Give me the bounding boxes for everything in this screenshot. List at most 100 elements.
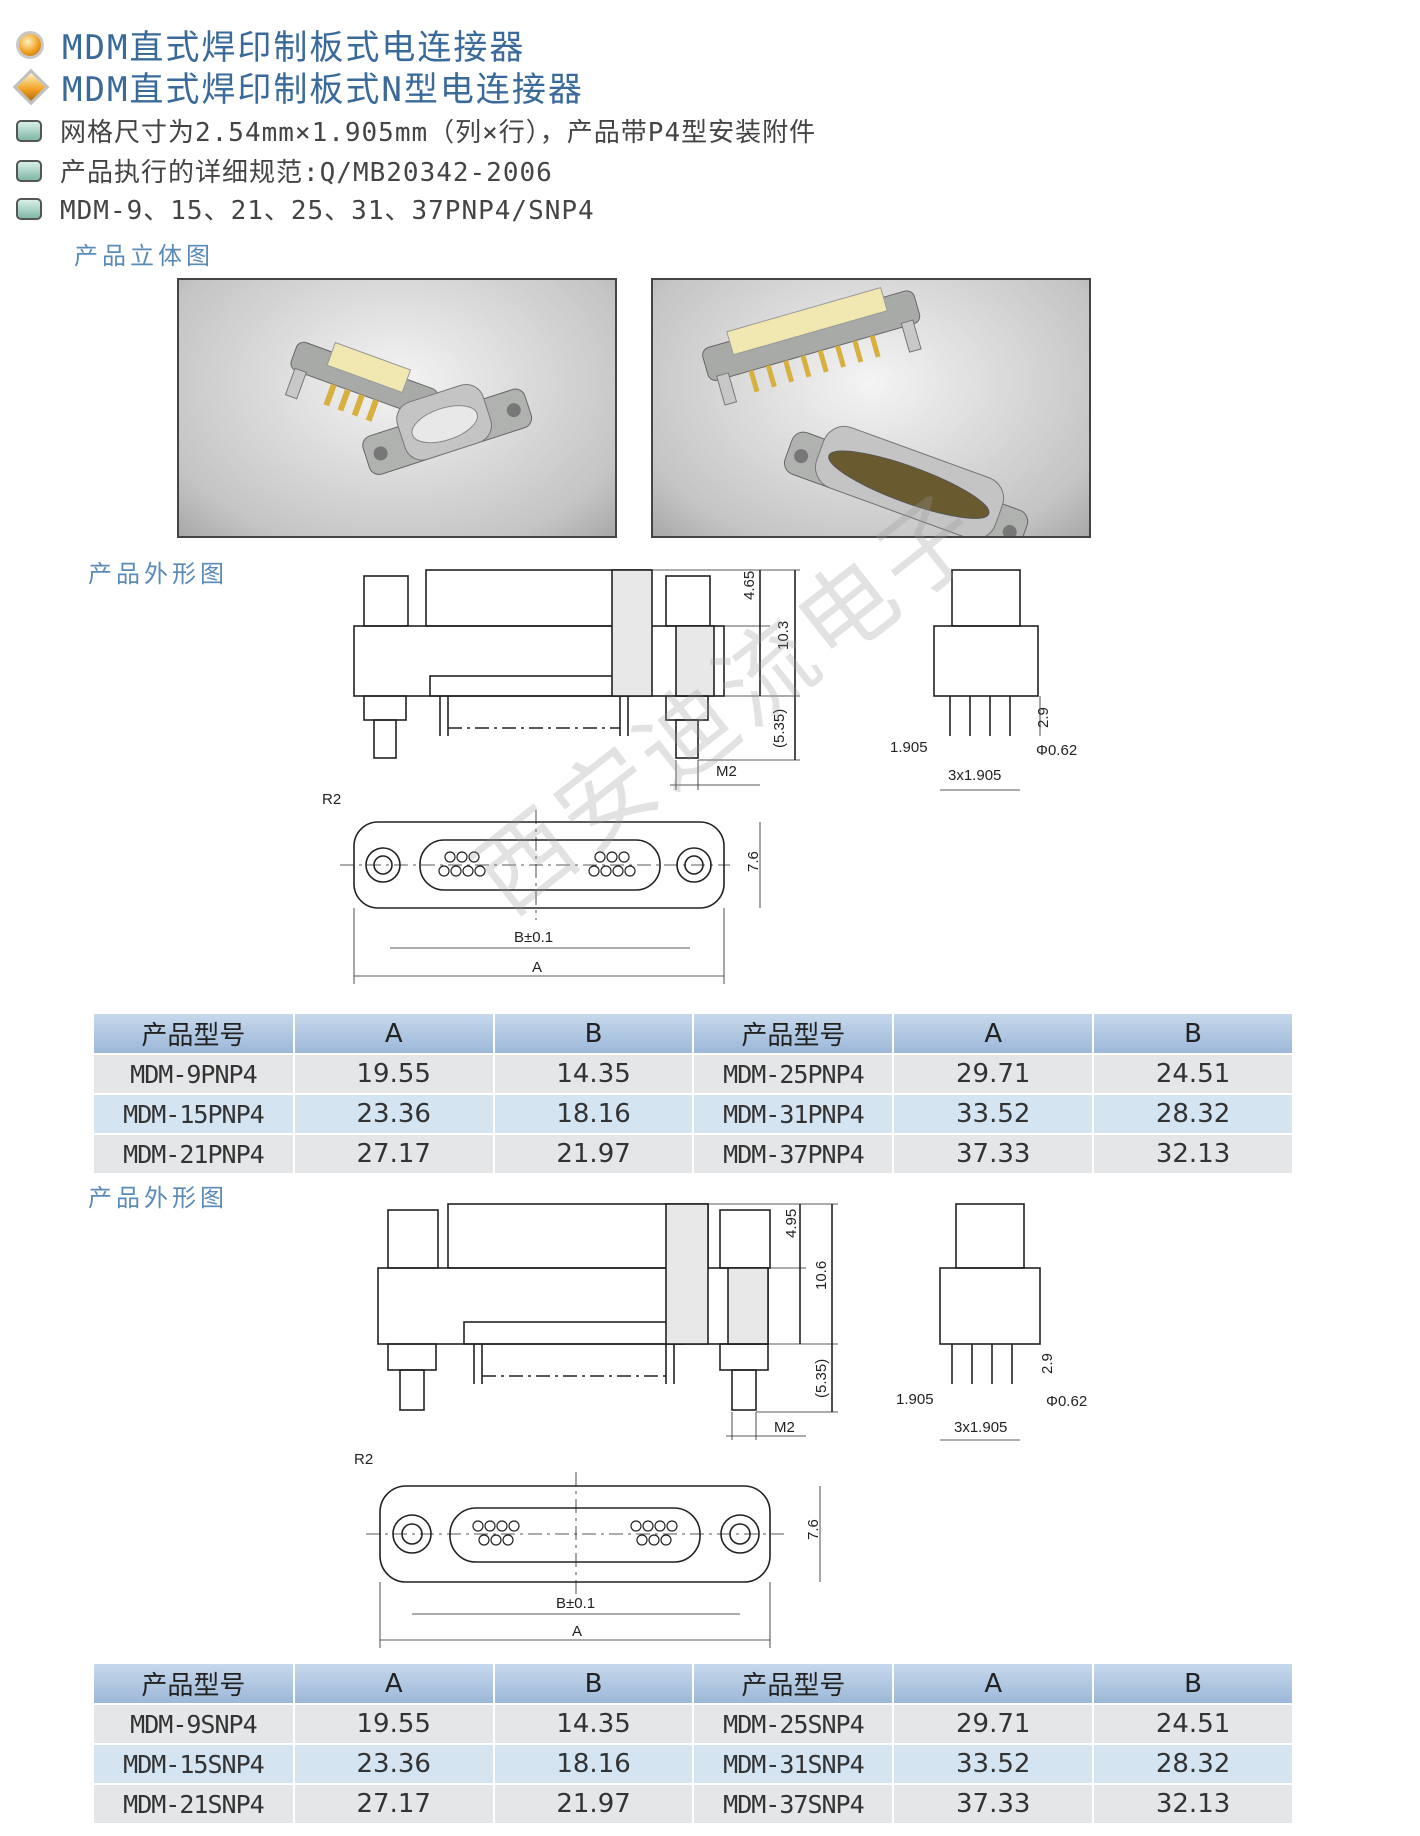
connector-render-large [702, 287, 1029, 553]
cell-a: 23.36 [293, 1093, 495, 1134]
dim-text: 3x1.905 [948, 767, 1001, 784]
cell-a: 19.55 [293, 1053, 495, 1094]
col-header: B [493, 1664, 695, 1704]
cell-model: MDM-9SNP4 [94, 1703, 295, 1744]
col-header: A [293, 1014, 495, 1054]
cell-model: MDM-9PNP4 [94, 1053, 295, 1094]
cell-b: 24.51 [1093, 1703, 1294, 1744]
dim-text: (5.35) [813, 1359, 830, 1398]
dim-text: Φ0.62 [1046, 1393, 1087, 1410]
dim-text: 2.9 [1035, 707, 1052, 728]
cell-a: 29.71 [893, 1053, 1095, 1094]
dim-text: (5.35) [771, 709, 788, 748]
cell-model: MDM-21SNP4 [94, 1783, 295, 1823]
col-header: A [293, 1664, 495, 1704]
cell-model: MDM-37PNP4 [693, 1133, 895, 1173]
col-header: A [893, 1014, 1095, 1054]
dim-text: 4.65 [741, 571, 758, 600]
cell-model: MDM-15SNP4 [94, 1743, 295, 1784]
cell-a: 19.55 [293, 1703, 495, 1744]
dim-text: 7.6 [805, 1519, 822, 1540]
table-row: MDM-9SNP4 19.55 14.35 MDM-25SNP4 29.71 2… [94, 1703, 1294, 1744]
dim-text: 2.9 [1039, 1353, 1056, 1374]
cell-b: 18.16 [493, 1093, 695, 1134]
cell-model: MDM-31SNP4 [693, 1743, 895, 1784]
square-bullet-icon [16, 119, 42, 142]
dim-text: R2 [322, 791, 341, 808]
cell-model: MDM-15PNP4 [94, 1093, 295, 1134]
cell-a: 29.71 [893, 1703, 1095, 1744]
dim-text: 1.905 [896, 1391, 934, 1408]
cell-model: MDM-37SNP4 [693, 1783, 895, 1823]
cell-model: MDM-31PNP4 [693, 1093, 895, 1134]
drawing-1-end [933, 569, 1041, 791]
drawing-2-front [366, 1472, 821, 1648]
col-header: 产品型号 [94, 1664, 295, 1704]
dim-text: 10.6 [813, 1261, 830, 1290]
header-line-3: 网格尺寸为2.54mm×1.905mm（列×行），产品带P4型安装附件 [16, 112, 816, 149]
table-row: MDM-15SNP4 23.36 18.16 MDM-31SNP4 33.52 … [94, 1743, 1294, 1784]
cell-a: 27.17 [293, 1133, 495, 1173]
dim-text: 3x1.905 [954, 1419, 1007, 1436]
cell-b: 21.97 [493, 1133, 695, 1173]
cell-a: 23.36 [293, 1743, 495, 1784]
col-header: B [1093, 1664, 1294, 1704]
cell-b: 32.13 [1093, 1783, 1294, 1823]
dim-text: Φ0.62 [1036, 742, 1077, 759]
cell-b: 24.51 [1093, 1053, 1294, 1094]
product-photo-large [651, 278, 1091, 553]
product-title: MDM直式焊印制板式电连接器 [62, 28, 526, 68]
table-header-row: 产品型号 A B 产品型号 A B [94, 1014, 1294, 1054]
col-header: 产品型号 [94, 1014, 295, 1054]
table-header-row: 产品型号 A B 产品型号 A B [94, 1664, 1294, 1704]
drawing-2-side [377, 1203, 838, 1440]
header-line-4: 产品执行的详细规范:Q/MB20342-2006 [16, 152, 553, 189]
header-line-2: MDM直式焊印制板式N型电连接器 [12, 62, 584, 111]
cell-model: MDM-21PNP4 [94, 1133, 295, 1173]
dim-text: R2 [354, 1451, 373, 1468]
section-label-3d: 产品立体图 [74, 242, 214, 270]
table-row: MDM-21PNP4 27.17 21.97 MDM-37PNP4 37.33 … [94, 1133, 1294, 1173]
dim-text: M2 [716, 763, 737, 780]
dim-text: 1.905 [890, 739, 928, 756]
cell-a: 37.33 [893, 1133, 1095, 1173]
cell-b: 28.32 [1093, 1093, 1294, 1134]
cell-a: 33.52 [893, 1093, 1095, 1134]
section-label-outline-2: 产品外形图 [88, 1184, 228, 1212]
col-header: A [893, 1664, 1095, 1704]
section-label-outline-1: 产品外形图 [88, 560, 228, 588]
header-line-5: MDM-9、15、21、25、31、37PNP4/SNP4 [16, 190, 595, 227]
cell-model: MDM-25PNP4 [693, 1053, 895, 1094]
cell-a: 27.17 [293, 1783, 495, 1823]
cell-a: 33.52 [893, 1743, 1095, 1784]
table-row: MDM-9PNP4 19.55 14.35 MDM-25PNP4 29.71 2… [94, 1053, 1294, 1094]
spec-note: 产品执行的详细规范:Q/MB20342-2006 [60, 158, 553, 188]
product-photo-small [177, 278, 617, 538]
drawing-1-side [353, 569, 800, 790]
cell-b: 28.32 [1093, 1743, 1294, 1784]
cell-b: 18.16 [493, 1743, 695, 1784]
cell-b: 14.35 [493, 1703, 695, 1744]
dim-text: 10.3 [775, 621, 792, 650]
cell-a: 37.33 [893, 1783, 1095, 1823]
cell-b: 32.13 [1093, 1133, 1294, 1173]
square-bullet-icon [16, 159, 42, 182]
dim-text: B±0.1 [514, 929, 553, 946]
connector-render-small [284, 341, 533, 475]
drawing-2-end [939, 1203, 1041, 1441]
circle-bullet-icon [16, 30, 44, 59]
col-header: 产品型号 [693, 1664, 895, 1704]
col-header: B [493, 1014, 695, 1054]
square-bullet-icon [16, 197, 42, 220]
dim-text: 7.6 [745, 851, 762, 872]
model-list: MDM-9、15、21、25、31、37PNP4/SNP4 [60, 196, 595, 226]
table-row: MDM-15PNP4 23.36 18.16 MDM-31PNP4 33.52 … [94, 1093, 1294, 1134]
spec-table-pnp4: 产品型号 A B 产品型号 A B MDM-9PNP4 19.55 14.35 … [94, 1014, 1294, 1173]
dim-text: M2 [774, 1419, 795, 1436]
dim-text: A [532, 959, 542, 976]
dim-text: 4.95 [783, 1209, 800, 1238]
dim-text: A [572, 1623, 582, 1640]
grid-size-note: 网格尺寸为2.54mm×1.905mm（列×行），产品带P4型安装附件 [60, 118, 817, 148]
spec-table-snp4: 产品型号 A B 产品型号 A B MDM-9SNP4 19.55 14.35 … [94, 1664, 1294, 1823]
